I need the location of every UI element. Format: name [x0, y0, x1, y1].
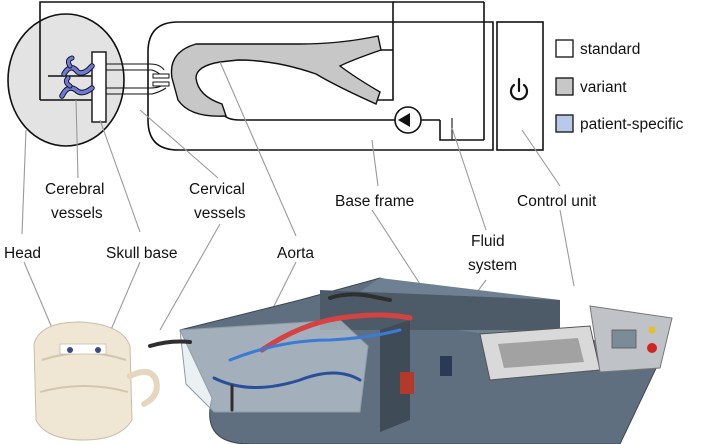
legend-swatch-standard: [555, 39, 574, 58]
legend-swatch-variant: [555, 77, 574, 96]
schematic-base-frame: [147, 21, 494, 151]
pump-line-left: [221, 111, 395, 121]
labels: Cerebral vessels Cervical vessels Base f…: [4, 181, 597, 274]
legend-label-variant: variant: [580, 79, 627, 96]
label-fluid-system-line1: Fluid: [471, 233, 505, 250]
legend-label-patient-specific: patient-specific: [580, 116, 684, 133]
label-head: Head: [4, 245, 41, 262]
photo-fluid-pump: [400, 372, 414, 394]
legend-label-standard: standard: [580, 41, 640, 58]
label-cerebral-vessels-line1: Cerebral: [45, 181, 104, 198]
label-base-frame: Base frame: [335, 193, 414, 210]
photo-tubing: [148, 292, 413, 412]
photo-emergency-stop: [647, 343, 657, 353]
pump-icon: [394, 106, 422, 134]
schematic-aorta: [170, 35, 382, 117]
label-cervical-vessels-line1: Cervical: [189, 181, 245, 198]
fluid-loop-line: [39, 1, 394, 100]
label-cerebral-vessels-line2: vessels: [51, 205, 103, 222]
photo-control-display: [611, 329, 637, 349]
schematic-diagram: [7, 1, 575, 371]
cervical-tubes: [106, 63, 170, 95]
power-icon: [509, 77, 529, 101]
schematic-cerebral-vessels: [59, 55, 95, 99]
label-aorta: Aorta: [277, 245, 314, 262]
legend-swatch-patient-specific: [555, 114, 574, 133]
leader-lines: [21, 61, 575, 371]
schematic-reservoir: [439, 120, 484, 141]
label-control-unit: Control unit: [517, 193, 597, 210]
simulator-photo: [33, 277, 673, 444]
label-fluid-system-line2: system: [468, 257, 517, 274]
label-skull-base: Skull base: [106, 245, 178, 262]
photo-aorta-box: [179, 319, 369, 413]
legend: standard variant patient-specific: [555, 39, 684, 133]
photo-partition: [380, 320, 410, 432]
photo-head-model: [33, 321, 160, 441]
label-cervical-vessels-line2: vessels: [194, 205, 246, 222]
